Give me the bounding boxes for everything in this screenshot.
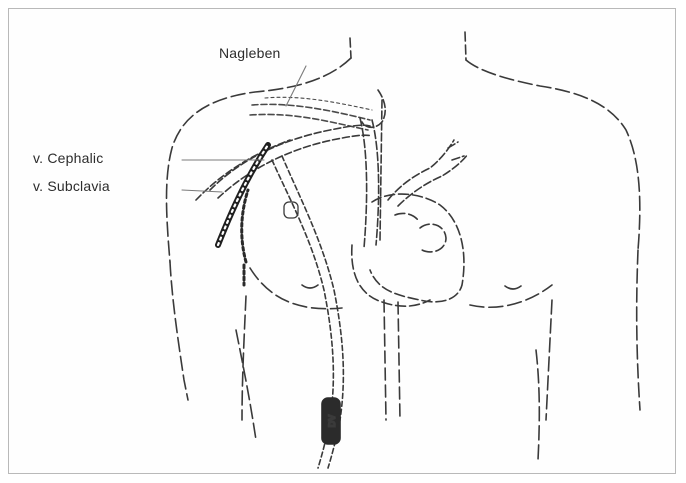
- left-nipple: [302, 285, 318, 288]
- heart: [352, 194, 464, 306]
- device: DV: [322, 398, 340, 444]
- subclavian-vein: [196, 125, 372, 200]
- right-nipple: [505, 286, 521, 289]
- label-nagleben: Nagleben: [219, 45, 281, 61]
- great-vessels: [360, 90, 468, 248]
- torso-outline: [167, 58, 641, 460]
- inferior-vessels: [384, 300, 400, 420]
- label-v-cephalic: v. Cephalic: [33, 150, 103, 166]
- leader-lines: [182, 66, 306, 192]
- label-v-subclavia: v. Subclavia: [33, 178, 110, 194]
- device-label: DV: [327, 415, 337, 428]
- neck-outline: [350, 32, 466, 60]
